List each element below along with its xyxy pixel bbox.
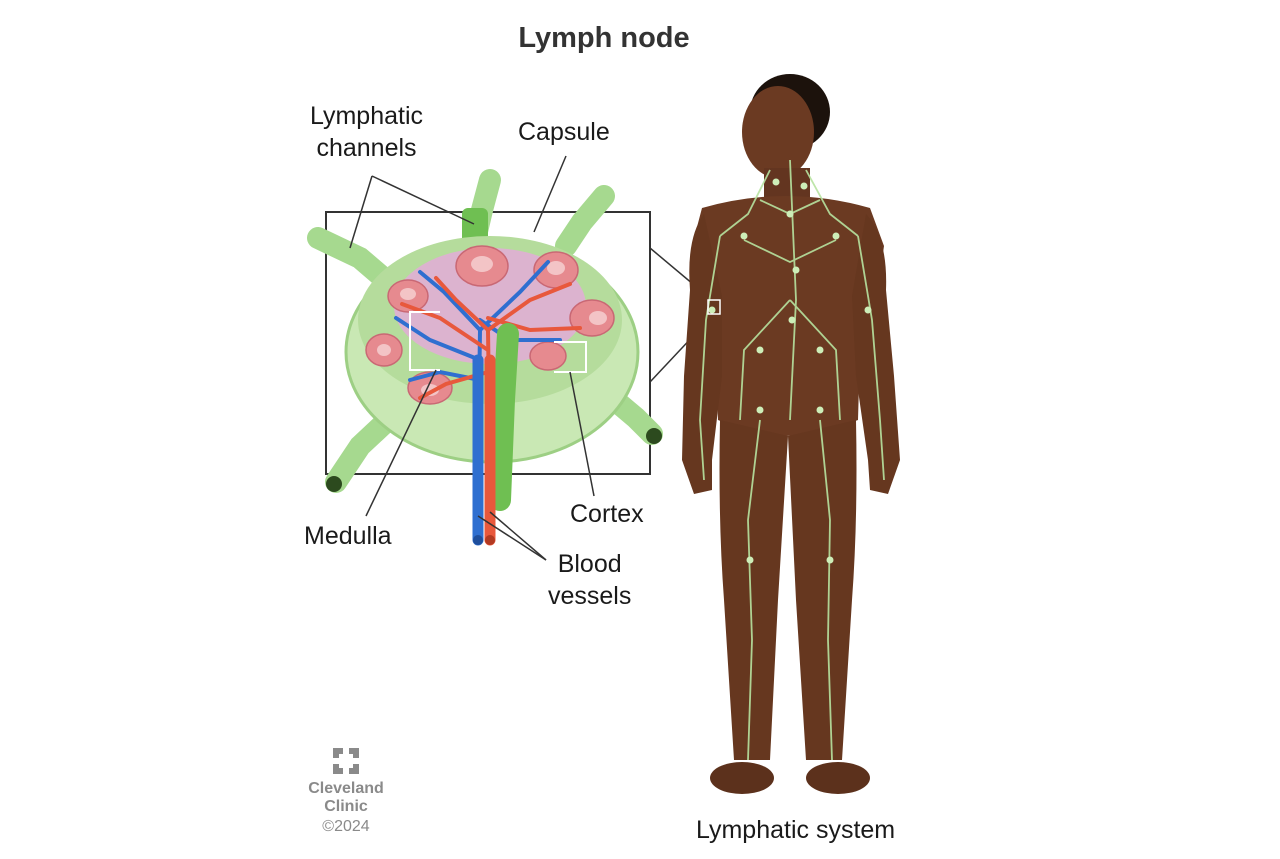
leader-lines [349,155,595,561]
cleveland-clinic-cross-icon [333,748,359,774]
left-leg [788,420,857,760]
artery-opening [485,535,495,545]
lymph-node-illustration [307,155,713,561]
vessel-opening-right [646,428,662,444]
vessel-opening-left [326,476,342,492]
label-blood-vessels-text: Blood vessels [548,550,632,610]
logo-copyright: ©2024 [322,818,370,835]
label-lymphatic-system: Lymphatic system [696,816,896,844]
magnified-spot [707,299,721,315]
lymphatic-network [699,159,885,761]
label-blood-vessels: Blood vessels [548,548,631,612]
medulla-highlight-box [409,311,440,371]
efferent-channel-top [462,208,488,244]
human-figure [682,74,900,794]
right-foot [710,762,774,794]
label-cortex: Cortex [570,500,644,528]
vein-opening [473,535,483,545]
label-lymphatic-channels-text: Lymphatic channels [310,102,424,162]
logo-brand-line2: Clinic [324,798,368,815]
efferent-lymph-vessel [489,323,519,511]
cleveland-clinic-logo: Cleveland Clinic ©2024 [300,748,392,836]
head [742,86,814,178]
label-lymphatic-channels: Lymphatic channels [310,100,423,164]
label-medulla: Medulla [304,522,392,550]
right-leg [719,420,788,760]
diagram-title: Lymph node [518,22,690,54]
torso [692,196,884,436]
left-arm [852,214,900,494]
label-capsule: Capsule [518,118,610,146]
logo-brand-line1: Cleveland [308,780,384,797]
left-foot [806,762,870,794]
lymph-nodes-dots [708,178,872,564]
